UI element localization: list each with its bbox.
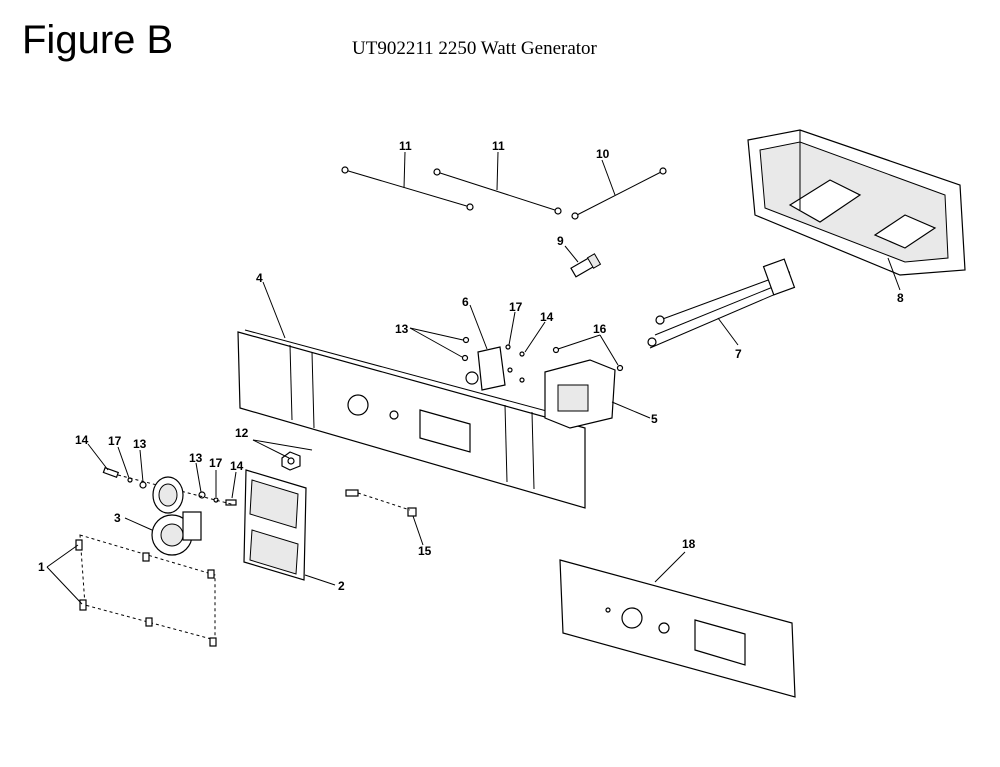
callout-2: 2 (338, 579, 345, 593)
callout-6: 6 (462, 295, 469, 309)
callout-14-mid: 14 (230, 459, 244, 473)
screw-14-mid (225, 499, 237, 506)
nut-13-left (139, 481, 147, 489)
label-plate-18 (559, 559, 796, 698)
screw-lower (519, 377, 525, 383)
wire-harness-7 (647, 258, 796, 349)
callout-10: 10 (596, 147, 610, 161)
callout-16: 16 (593, 322, 607, 336)
callout-11-right: 11 (492, 139, 505, 153)
figure-label: Figure B (22, 18, 174, 62)
wire-11-left (341, 166, 474, 211)
callout-3: 3 (114, 511, 121, 525)
callout-4: 4 (256, 271, 263, 285)
callout-13-left: 13 (133, 437, 147, 451)
callout-8: 8 (897, 291, 904, 305)
receptacle-3 (151, 476, 202, 556)
callout-13-top: 13 (395, 322, 409, 336)
callout-5: 5 (651, 412, 658, 426)
outlet-5 (544, 346, 624, 429)
screws-1 (75, 534, 217, 647)
washer-17 (505, 344, 511, 350)
callout-17-mid: 17 (209, 456, 223, 470)
nut-13-mid (198, 491, 206, 499)
callout-17-top: 17 (509, 300, 523, 314)
cover-2 (243, 469, 307, 581)
screw-14 (519, 351, 525, 357)
housing-8 (747, 129, 966, 276)
callout-13-mid: 13 (189, 451, 203, 465)
callout-7: 7 (735, 347, 742, 361)
callout-12: 12 (235, 426, 249, 440)
screw-14-left (102, 466, 120, 478)
callout-1: 1 (38, 560, 45, 574)
callout-17-left: 17 (108, 434, 122, 448)
leader-lines (46, 151, 901, 605)
washer-17-mid (213, 497, 219, 503)
nut-upper (507, 367, 513, 373)
callout-11-left: 11 (399, 139, 412, 153)
callout-14-top: 14 (540, 310, 554, 324)
callout-9: 9 (557, 234, 564, 248)
model-title: UT902211 2250 Watt Generator (352, 38, 597, 59)
switch-6 (461, 336, 506, 391)
bolt-9 (570, 253, 602, 278)
callout-18: 18 (682, 537, 696, 551)
callout-15: 15 (418, 544, 432, 558)
screws-15 (345, 489, 417, 517)
wire-10 (571, 167, 667, 220)
wire-11-right (433, 168, 562, 215)
panel-4 (237, 329, 586, 509)
callout-14-left: 14 (75, 433, 89, 447)
